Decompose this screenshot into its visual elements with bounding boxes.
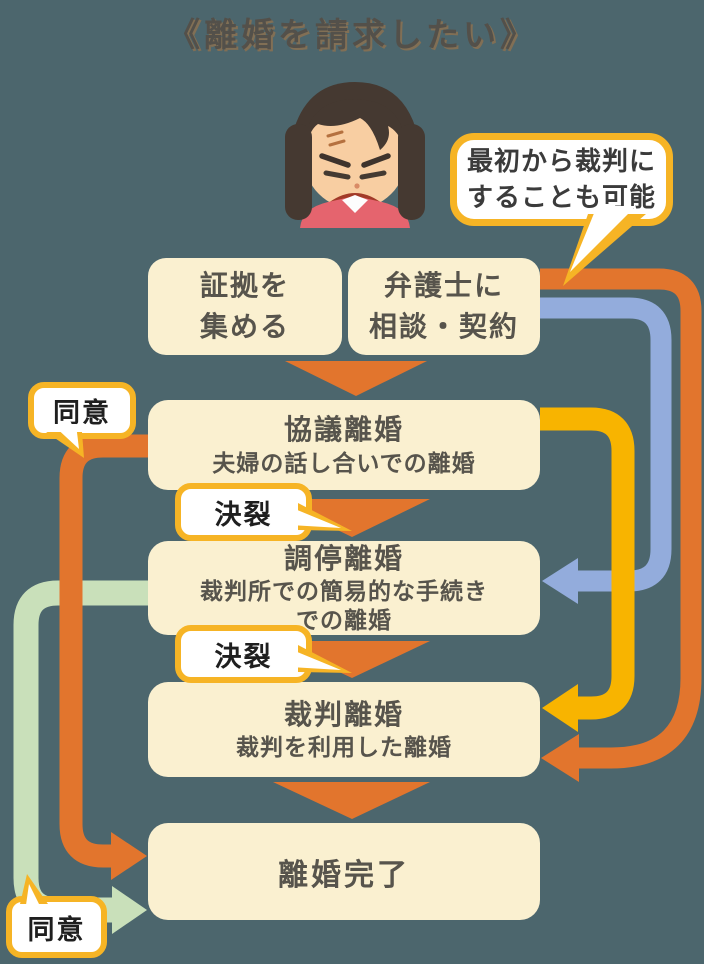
hair-strand-left	[285, 124, 312, 220]
label-agree-bottom: 同意	[6, 896, 107, 958]
lawyer-line2: 相談・契約	[368, 310, 519, 342]
saiban-title: 裁判離婚	[283, 698, 404, 730]
kyougi-subtitle: 夫婦の話し合いでの離婚	[212, 449, 476, 476]
break-top-text: 決裂	[214, 499, 273, 530]
arrow-chotei-to-complete	[13, 580, 148, 934]
step-box-saiban: 裁判離婚 裁判を利用した離婚	[148, 682, 540, 777]
agree-top-text: 同意	[53, 398, 111, 428]
saiban-subtitle: 裁判を利用した離婚	[236, 734, 452, 761]
label-agree-top: 同意	[28, 382, 136, 439]
down-arrow-top-to-kyougi	[285, 361, 427, 396]
chotei-subtitle-line2: での離婚	[296, 607, 392, 634]
agree-bottom-text: 同意	[27, 914, 86, 945]
chotei-subtitle-line1: 裁判所での簡易的な手続き	[200, 578, 488, 605]
break-bottom-text: 決裂	[214, 641, 273, 672]
nose	[354, 183, 360, 189]
complete-title: 離婚完了	[278, 858, 410, 892]
hair-top	[287, 82, 423, 184]
step-box-lawyer: 弁護士に 相談・契約	[348, 258, 540, 355]
sweater	[300, 196, 410, 228]
bangs	[304, 99, 406, 152]
page-title: 《離婚を請求したい》	[167, 16, 537, 53]
collar	[342, 195, 368, 213]
arrow-kyougi-to-complete	[59, 434, 148, 880]
face	[304, 107, 406, 209]
evidence-line1: 証拠を	[199, 269, 290, 301]
angry-woman-illustration	[285, 82, 425, 228]
frown-mouth	[329, 193, 381, 207]
callout-line1: 最初から裁判に	[466, 146, 656, 177]
arrow-lawyer-to-chotei	[540, 297, 672, 604]
arrow-kyougi-to-saiban	[540, 407, 635, 732]
eyes	[323, 170, 387, 180]
callout-trial-from-start: 最初から裁判に することも可能	[450, 133, 673, 226]
evidence-line2: 集める	[199, 310, 290, 342]
step-box-kyougi: 協議離婚 夫婦の話し合いでの離婚	[148, 400, 540, 490]
forehead-wrinkles	[326, 130, 346, 147]
hair-strand-right	[398, 124, 425, 220]
down-arrow-saiban-to-complete	[273, 782, 430, 819]
label-break-bottom: 決裂	[175, 625, 312, 683]
chotei-title: 調停離婚	[283, 543, 404, 575]
lawyer-line1: 弁護士に	[383, 269, 504, 301]
arrow-lawyer-to-saiban	[540, 268, 702, 782]
kyougi-title: 協議離婚	[283, 414, 404, 446]
step-box-chotei: 調停離婚 裁判所での簡易的な手続き での離婚	[148, 541, 540, 635]
step-box-complete: 離婚完了	[148, 823, 540, 920]
callout-line2: することも可能	[466, 181, 656, 212]
angry-eyebrows	[319, 153, 391, 168]
step-box-evidence: 証拠を 集める	[148, 258, 342, 355]
label-break-top: 決裂	[175, 483, 312, 541]
